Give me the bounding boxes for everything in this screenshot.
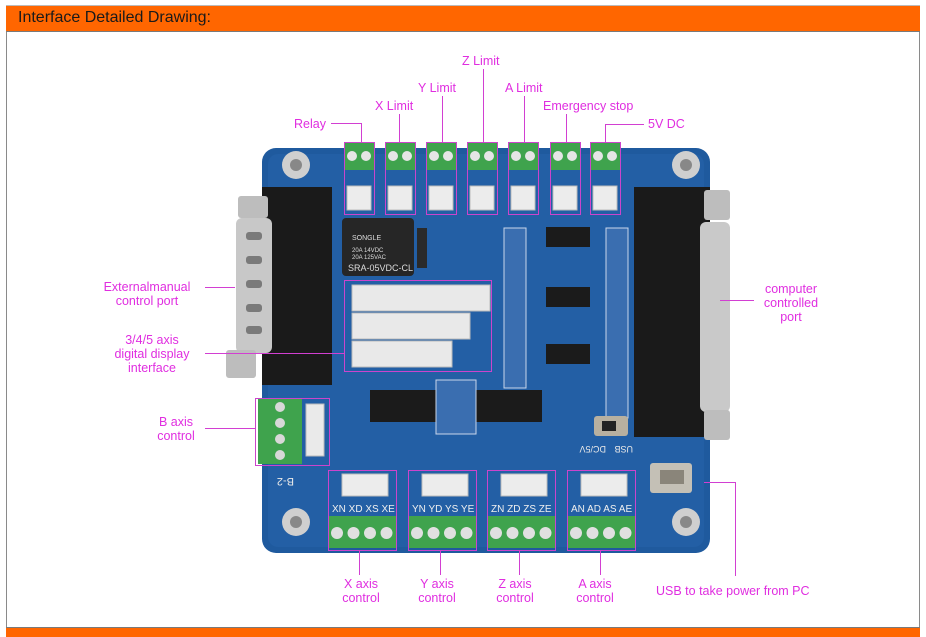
resistor-array	[605, 227, 629, 419]
resistor-array	[503, 227, 527, 389]
highlight-x-axis	[328, 470, 397, 551]
header-title: Interface Detailed Drawing:	[18, 9, 211, 26]
header-bar: Interface Detailed Drawing:	[6, 5, 920, 32]
ic-chip	[470, 390, 542, 422]
svg-text:USB: USB	[614, 444, 633, 454]
axis-group-z: ZN ZD ZS ZE	[487, 473, 555, 548]
terminal-block-relay	[344, 142, 374, 211]
callout-5v-dc: 5V DC	[648, 117, 685, 131]
mounting-hole-icon	[672, 151, 700, 179]
b-axis-terminal	[258, 398, 325, 464]
axis-group-a: AN AD AS AE	[567, 473, 635, 548]
leader-line	[524, 96, 525, 142]
pin-labels-z: ZN ZD ZS ZE	[491, 504, 552, 515]
relay: SONGLE 20A 14VDC 20A 125VAC SRA-05VDC-CL	[342, 218, 414, 276]
svg-text:DC/5V: DC/5V	[579, 444, 606, 454]
mounting-hole-icon	[282, 151, 310, 179]
svg-text:B-2: B-2	[277, 475, 294, 487]
callout-b-axis: B axis control	[157, 415, 195, 443]
mounting-hole-icon	[672, 508, 700, 536]
ic-chip	[370, 390, 440, 422]
callout-x-axis: X axis control	[342, 577, 380, 605]
highlight-a-axis	[567, 470, 636, 551]
callout-z-axis: Z axis control	[496, 577, 534, 605]
highlight-z-limit	[467, 142, 498, 215]
leader-line	[519, 551, 520, 575]
leader-line	[205, 287, 235, 288]
svg-text:20A 14VDC: 20A 14VDC	[352, 248, 384, 254]
ic-chip	[546, 287, 590, 307]
leader-line	[605, 124, 606, 142]
callout-a-limit: A Limit	[505, 81, 543, 95]
highlight-b-axis	[255, 398, 330, 466]
callout-relay: Relay	[294, 117, 326, 131]
svg-text:SONGLE: SONGLE	[352, 235, 382, 242]
pin-labels-y: YN YD YS YE	[412, 504, 475, 515]
display-connectors	[351, 284, 491, 368]
highlight-relay	[344, 142, 375, 215]
terminal-block-x-limit	[385, 142, 415, 211]
terminal-block-z-limit	[467, 142, 497, 211]
callout-x-limit: X Limit	[375, 99, 414, 113]
leader-line	[605, 124, 644, 125]
callout-y-axis: Y axis control	[418, 577, 456, 605]
leader-line	[361, 123, 362, 142]
ic-chip	[546, 227, 590, 247]
leader-line	[442, 96, 443, 142]
leader-line	[205, 428, 255, 429]
leader-line	[735, 482, 736, 576]
content-frame	[6, 5, 920, 637]
highlight-display-interface	[344, 280, 492, 372]
leader-line	[483, 69, 484, 142]
highlight-z-axis	[487, 470, 556, 551]
axis-group-y: YN YD YS YE	[408, 473, 476, 548]
callout-emergency-stop: Emergency stop	[543, 99, 634, 113]
diode	[417, 228, 427, 268]
ic-chip	[546, 344, 590, 364]
db15-connector	[226, 187, 332, 385]
pin-labels-a: AN AD AS AE	[571, 504, 632, 515]
terminal-block-5v-dc	[590, 142, 620, 211]
leader-line	[205, 353, 345, 354]
terminal-block-a-limit	[508, 142, 538, 211]
axis-group-x: XN XD XS XE	[328, 473, 396, 548]
mini-usb-port	[650, 463, 692, 493]
leader-line	[399, 114, 400, 142]
footer-bar	[6, 627, 920, 637]
leader-line	[331, 123, 361, 124]
svg-text:20A 125VAC: 20A 125VAC	[352, 255, 387, 261]
callout-a-axis: A axis control	[576, 577, 614, 605]
highlight-x-limit	[385, 142, 416, 215]
svg-text:SRA-05VDC-CL: SRA-05VDC-CL	[348, 263, 413, 273]
highlight-5v-dc	[590, 142, 621, 215]
callout-computer-port: computer controlled port	[763, 282, 819, 324]
smd-cluster	[435, 379, 477, 435]
mounting-hole-icon	[282, 508, 310, 536]
leader-line	[600, 551, 601, 575]
terminal-block-y-limit	[426, 142, 456, 211]
highlight-emergency-stop	[550, 142, 581, 215]
leader-line	[359, 551, 360, 575]
callout-y-limit: Y Limit	[418, 81, 456, 95]
highlight-y-axis	[408, 470, 477, 551]
leader-line	[720, 300, 754, 301]
highlight-y-limit	[426, 142, 457, 215]
callout-z-limit: Z Limit	[462, 54, 500, 68]
callout-usb-power: USB to take power from PC	[656, 584, 810, 598]
terminal-block-emergency-stop	[550, 142, 580, 211]
leader-line	[440, 551, 441, 575]
pin-labels-x: XN XD XS XE	[332, 504, 395, 515]
leader-line	[704, 482, 736, 483]
db25-connector	[634, 187, 730, 440]
highlight-a-limit	[508, 142, 539, 215]
callout-display-interface: 3/4/5 axis digital display interface	[114, 333, 190, 375]
callout-external-manual-port: Externalmanual control port	[103, 280, 191, 308]
leader-line	[566, 114, 567, 142]
